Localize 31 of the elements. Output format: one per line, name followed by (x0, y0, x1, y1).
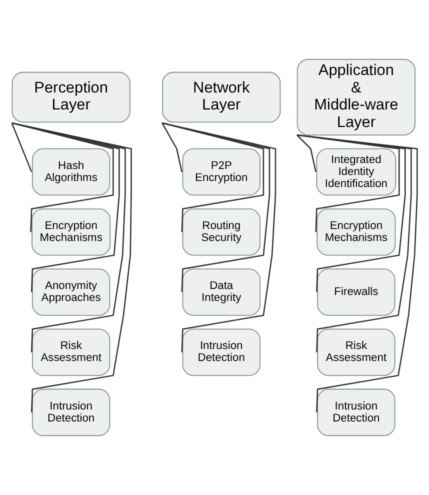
node-box: Risk Assessment (317, 328, 396, 376)
connector (12, 122, 126, 352)
connector (162, 122, 264, 232)
connector (296, 134, 418, 412)
connector (296, 134, 316, 172)
node-box: Intrusion Detection (182, 328, 261, 376)
connector (296, 134, 406, 292)
node-box: Integrated Identity Identification (316, 148, 396, 196)
node-box: Intrusion Detection (317, 388, 396, 436)
node-box: Perception Layer (12, 72, 130, 123)
connector (12, 122, 120, 292)
node-box: Encryption Mechanisms (316, 208, 396, 256)
node-box: P2P Encryption (182, 148, 261, 196)
connector (162, 122, 276, 352)
connector (162, 122, 270, 292)
connector (296, 134, 412, 352)
connector (296, 134, 400, 232)
connector (11, 122, 32, 172)
node-box: Data Integrity (182, 268, 261, 316)
connector (12, 122, 132, 412)
node-box: Hash Algorithms (32, 148, 110, 196)
node-box: Application & Middle-ware Layer (296, 58, 416, 136)
node-box: Anonymity Approaches (32, 268, 110, 316)
node-box: Encryption Mechanisms (32, 208, 111, 256)
connector (12, 122, 114, 232)
node-box: Intrusion Detection (32, 388, 110, 436)
node-box: Network Layer (162, 72, 281, 123)
node-box: Routing Security (182, 208, 261, 256)
connector (162, 122, 182, 172)
node-box: Risk Assessment (32, 328, 110, 376)
node-box: Firewalls (317, 268, 396, 316)
